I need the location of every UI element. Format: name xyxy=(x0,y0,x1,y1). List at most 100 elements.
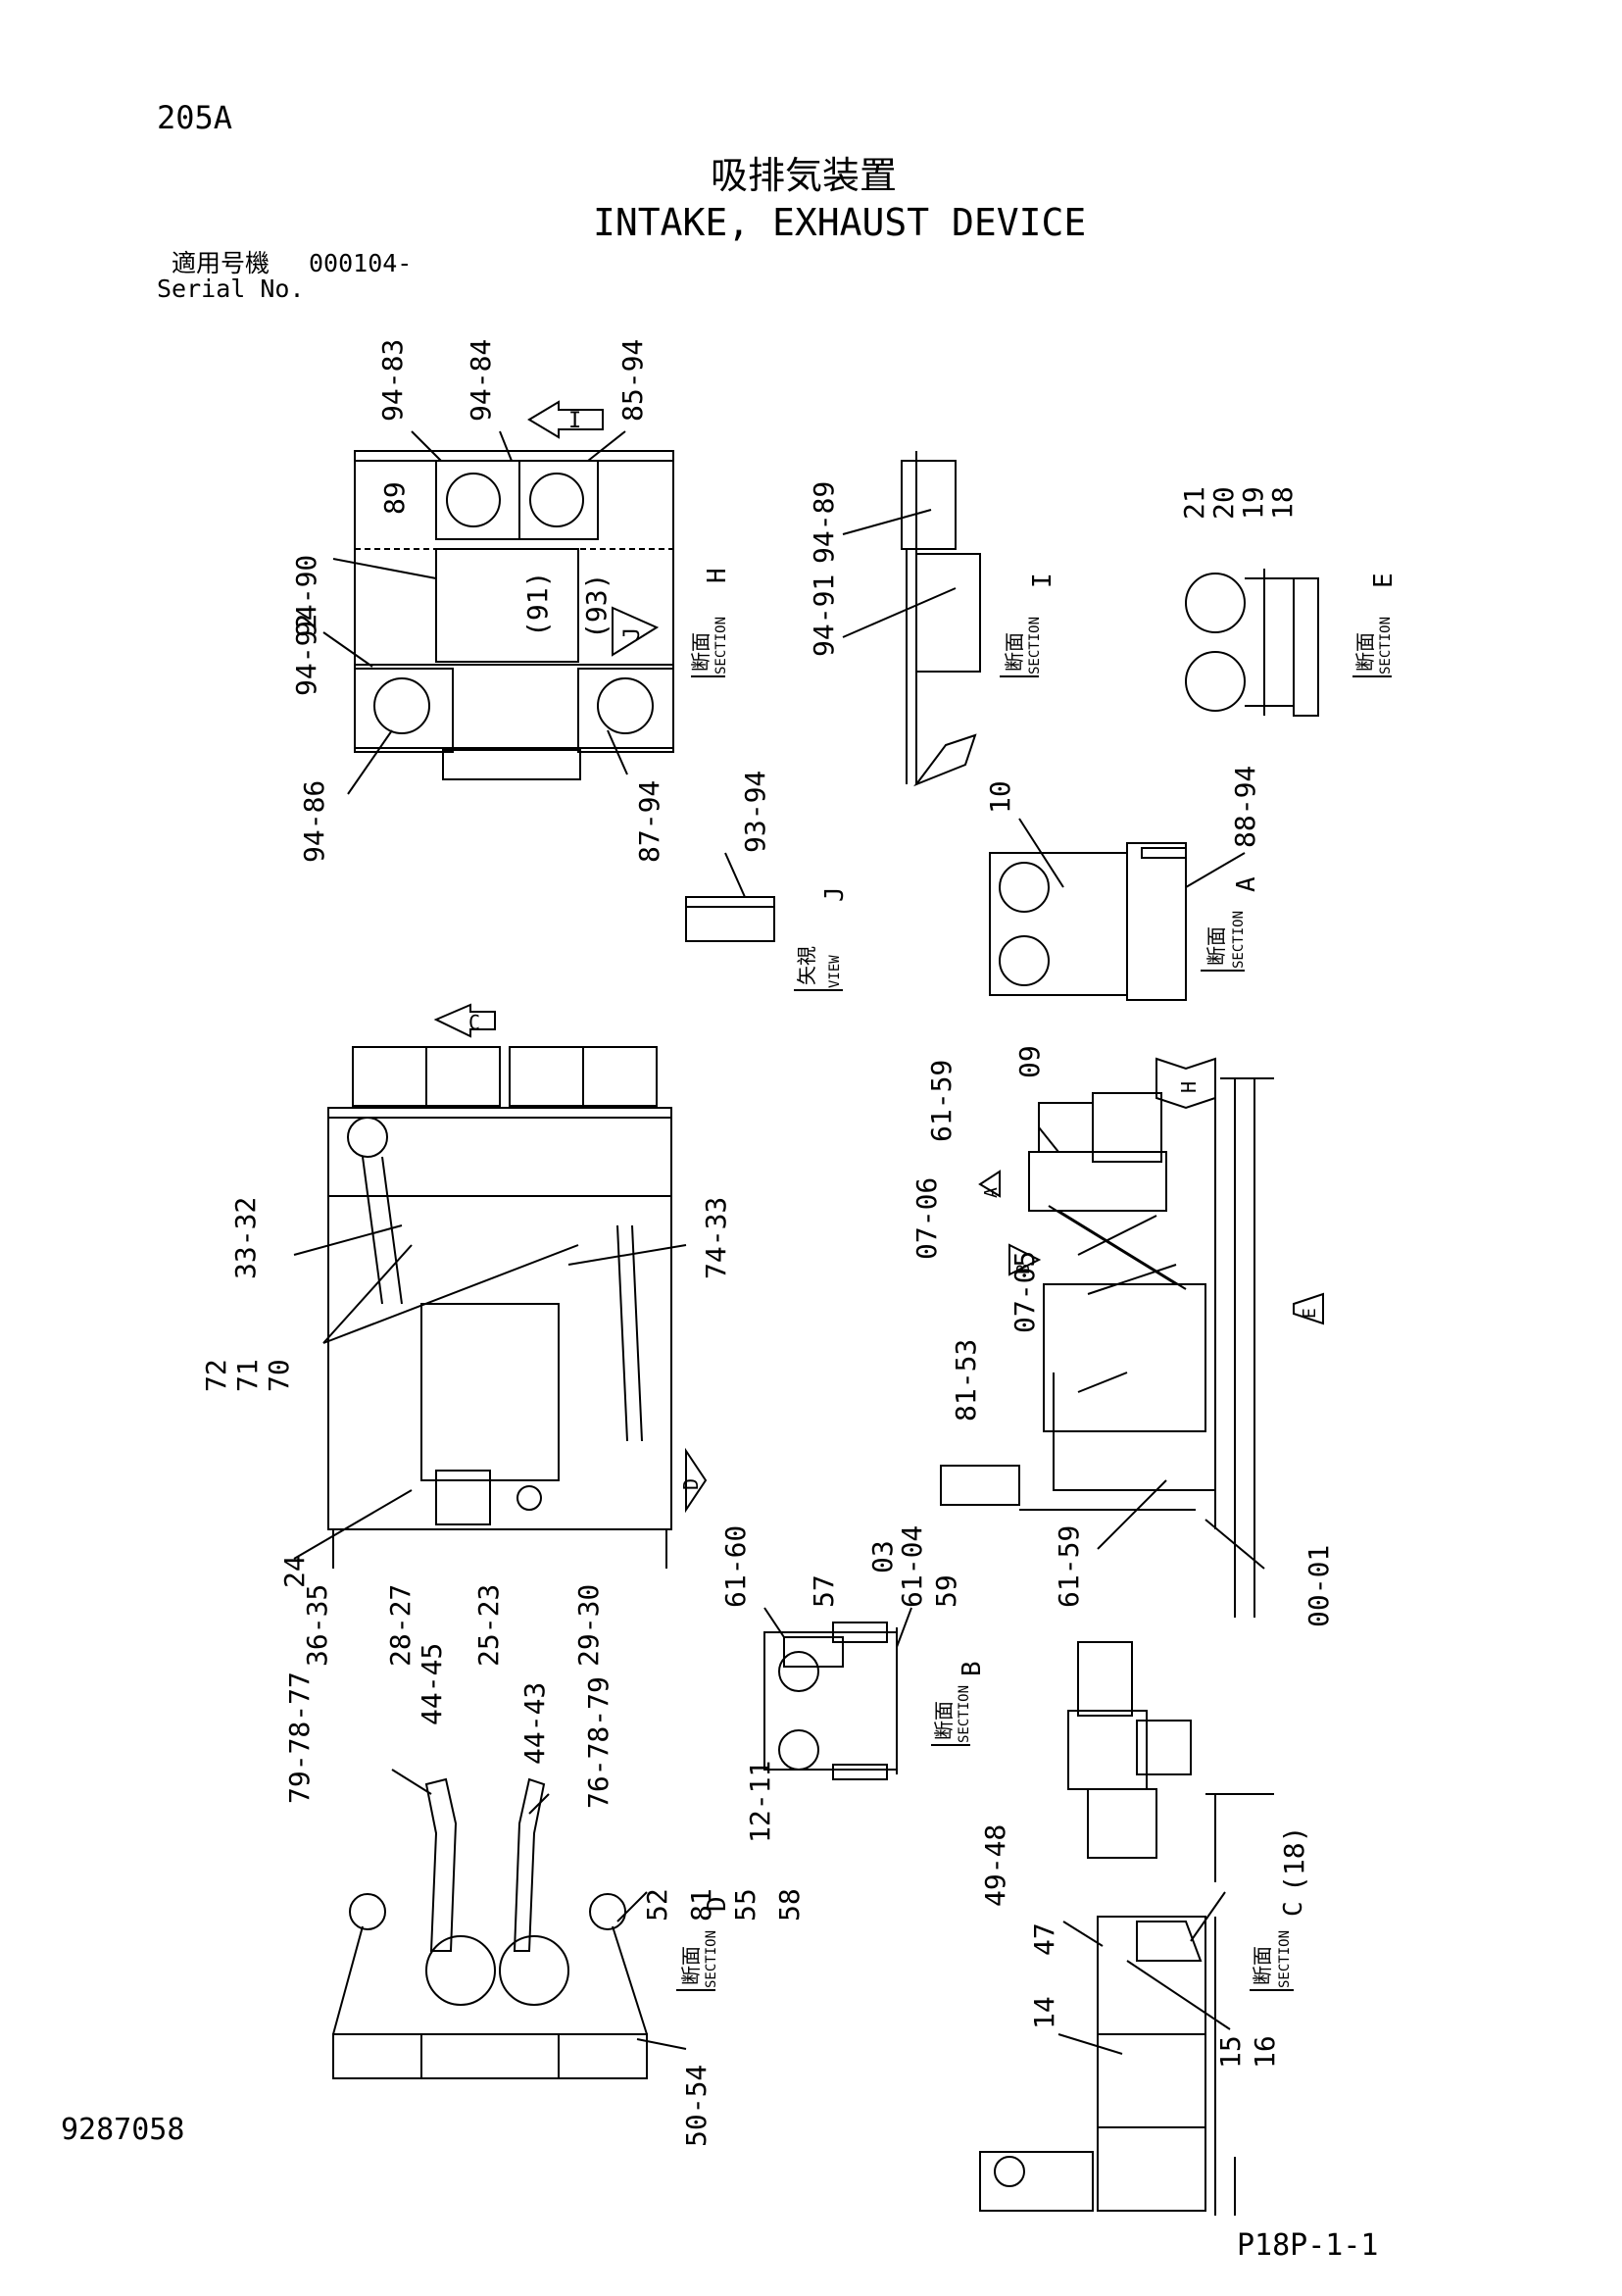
title-japanese: 吸排気装置 xyxy=(711,154,898,197)
callout-47: 47 xyxy=(1028,1922,1060,1956)
callout-10: 10 xyxy=(984,780,1016,814)
view-arrow-i-letter: I xyxy=(568,409,581,433)
callout-36-35: 36-35 xyxy=(301,1584,333,1667)
callout-94-89: 94-89 xyxy=(808,481,840,564)
callout-49-48: 49-48 xyxy=(979,1824,1011,1907)
callout-94-84: 94-84 xyxy=(465,339,497,422)
callout-50-54: 50-54 xyxy=(680,2065,713,2147)
callout-76-78-79: 76-78-79 xyxy=(582,1676,614,1809)
view-arrow-e-letter: E xyxy=(1300,1308,1320,1319)
section-a-view: 断面 SECTION A xyxy=(989,818,1261,1001)
view-arrow-d-letter: D xyxy=(679,1478,703,1490)
section-a-word: SECTION xyxy=(1231,911,1247,969)
view-arrow-j xyxy=(612,606,660,657)
callout-94-83: 94-83 xyxy=(376,339,409,422)
section-i-word: SECTION xyxy=(1027,617,1043,674)
callout-55: 55 xyxy=(729,1888,762,1922)
callout-57: 57 xyxy=(808,1574,840,1608)
callout-07-06: 07-06 xyxy=(910,1177,943,1260)
callout-14: 14 xyxy=(1028,1996,1060,2029)
callout-07-05: 07-05 xyxy=(1008,1251,1041,1333)
callout-16: 16 xyxy=(1249,2035,1281,2069)
view-j-letter: J xyxy=(820,886,850,902)
section-h-letter: H xyxy=(703,568,732,583)
view-arrow-b xyxy=(1008,1243,1042,1276)
serial-number-value: 000104- xyxy=(309,249,413,277)
view-arrow-j-letter: J xyxy=(620,627,645,640)
callout-94-86: 94-86 xyxy=(298,780,330,863)
side-view: H A B E xyxy=(940,1057,1324,1618)
callout-03: 03 xyxy=(866,1540,899,1573)
callout-52: 52 xyxy=(641,1888,673,1922)
section-d-jp: 断面 xyxy=(679,1946,703,1985)
view-arrow-c-letter: C xyxy=(468,1011,480,1034)
callout-12-11: 12-11 xyxy=(744,1761,776,1843)
callout-59: 59 xyxy=(930,1574,962,1608)
section-d-view: 断面 SECTION D xyxy=(332,1769,732,2079)
section-c-word: SECTION xyxy=(1277,1930,1293,1988)
section-d-word: SECTION xyxy=(704,1930,719,1988)
section-e-word: SECTION xyxy=(1378,617,1394,674)
section-c-view: 断面 SECTION C xyxy=(979,1641,1308,2216)
top-plan-view: C D xyxy=(293,1003,708,1569)
callout-89: 89 xyxy=(378,481,411,515)
view-arrow-d xyxy=(685,1447,708,1514)
serial-label-japanese: 適用号機 xyxy=(172,249,270,277)
section-h-word: SECTION xyxy=(713,617,729,674)
callout-72: 72 xyxy=(200,1359,232,1392)
page-reference: P18P-1-1 xyxy=(1237,2228,1379,2263)
section-a-letter: A xyxy=(1232,876,1261,892)
callout-94-91: 94-91 xyxy=(808,574,840,657)
section-e-view: 断面 SECTION E xyxy=(1185,569,1399,717)
callout-24: 24 xyxy=(278,1555,311,1588)
section-h-view: I J 断面 SECTION H xyxy=(322,400,732,795)
callout-25-23: 25-23 xyxy=(472,1584,505,1667)
callout-93: (93) xyxy=(580,574,613,639)
view-j-word: VIEW xyxy=(827,955,843,988)
callout-88-94: 88-94 xyxy=(1229,766,1261,848)
view-arrow-e xyxy=(1293,1292,1324,1325)
callout-18: 18 xyxy=(1266,486,1299,520)
callout-19: 19 xyxy=(1237,486,1269,520)
view-arrow-c xyxy=(433,1003,496,1038)
callout-93-94: 93-94 xyxy=(739,771,771,853)
section-c-jp: 断面 xyxy=(1251,1946,1274,1985)
callout-70: 70 xyxy=(263,1359,295,1392)
callout-44-45: 44-45 xyxy=(416,1643,448,1725)
callout-44-43: 44-43 xyxy=(518,1682,551,1765)
section-d-letter: D xyxy=(703,1896,732,1912)
callout-09: 09 xyxy=(1013,1045,1046,1078)
title-english: INTAKE, EXHAUST DEVICE xyxy=(593,201,1087,244)
callout-94-90: 94-90 xyxy=(290,555,322,637)
callout-61-59-lower: 61-59 xyxy=(1053,1525,1085,1608)
callout-18-paren: (18) xyxy=(1278,1826,1310,1892)
callout-74-33: 74-33 xyxy=(700,1197,732,1279)
section-b-letter: B xyxy=(958,1661,987,1676)
document-number: 9287058 xyxy=(61,2113,185,2147)
callout-81: 81 xyxy=(685,1888,717,1922)
view-arrow-b-letter: B xyxy=(1013,1264,1034,1274)
callout-15: 15 xyxy=(1214,2035,1247,2069)
view-arrow-a-letter: A xyxy=(981,1187,1002,1198)
section-h-jp: 断面 xyxy=(689,632,713,672)
view-j: 矢視 VIEW J xyxy=(685,852,850,991)
section-i-view: 断面 SECTION I xyxy=(842,451,1057,787)
view-arrow-i xyxy=(527,400,604,439)
section-a-jp: 断面 xyxy=(1204,926,1228,966)
callout-79-78-77: 79-78-77 xyxy=(283,1672,316,1804)
callout-61-59-upper: 61-59 xyxy=(925,1060,958,1142)
callout-58: 58 xyxy=(773,1888,806,1922)
section-b-view: 断面 SECTION B xyxy=(763,1607,987,1780)
callout-94-92: 94-92 xyxy=(290,614,322,696)
callout-20: 20 xyxy=(1207,486,1240,520)
callout-71: 71 xyxy=(231,1359,264,1392)
section-e-jp: 断面 xyxy=(1353,632,1377,672)
callout-28-27: 28-27 xyxy=(384,1584,417,1667)
callout-87-94: 87-94 xyxy=(633,780,665,863)
callout-91: (91) xyxy=(521,572,554,637)
serial-label-english: Serial No. xyxy=(157,275,305,303)
page-code: 205A xyxy=(157,99,233,136)
view-j-jp: 矢視 xyxy=(795,946,818,985)
section-b-jp: 断面 xyxy=(932,1701,956,1740)
